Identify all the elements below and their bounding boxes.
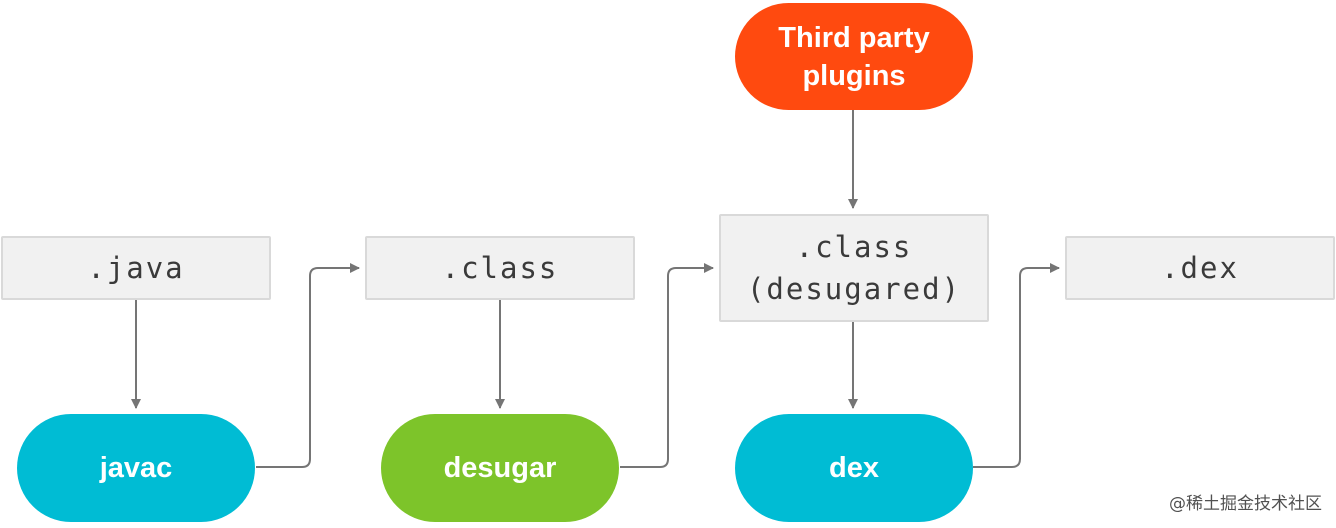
class-file-label: .class <box>441 251 559 285</box>
third-party-plugins-node: Third party plugins <box>735 3 973 110</box>
desugared-class-node: .class (desugared) <box>719 214 989 322</box>
java-file-label: .java <box>87 251 185 285</box>
javac-tool-node: javac <box>17 414 255 522</box>
dex-tool-node: dex <box>735 414 973 522</box>
desugared-class-label-line2: (desugared) <box>746 272 962 306</box>
desugared-class-label-line1: .class <box>795 230 913 264</box>
desugar-tool-node: desugar <box>381 414 619 522</box>
dex-file-label: .dex <box>1161 251 1239 285</box>
edge-dex-to-dexfile <box>973 263 1060 468</box>
javac-tool-label: javac <box>99 452 173 484</box>
desugar-tool-label: desugar <box>443 452 557 484</box>
third-party-label-line2: plugins <box>802 59 906 92</box>
dex-tool-label: dex <box>829 452 879 484</box>
java-file-node: .java <box>1 236 271 300</box>
class-file-node: .class <box>365 236 635 300</box>
edge-desugar-to-desugared <box>620 263 714 468</box>
watermark-text: @稀土掘金技术社区 <box>1169 494 1322 514</box>
edge-javac-to-class <box>256 263 360 468</box>
dex-file-node: .dex <box>1065 236 1335 300</box>
third-party-label-line1: Third party <box>778 21 930 54</box>
